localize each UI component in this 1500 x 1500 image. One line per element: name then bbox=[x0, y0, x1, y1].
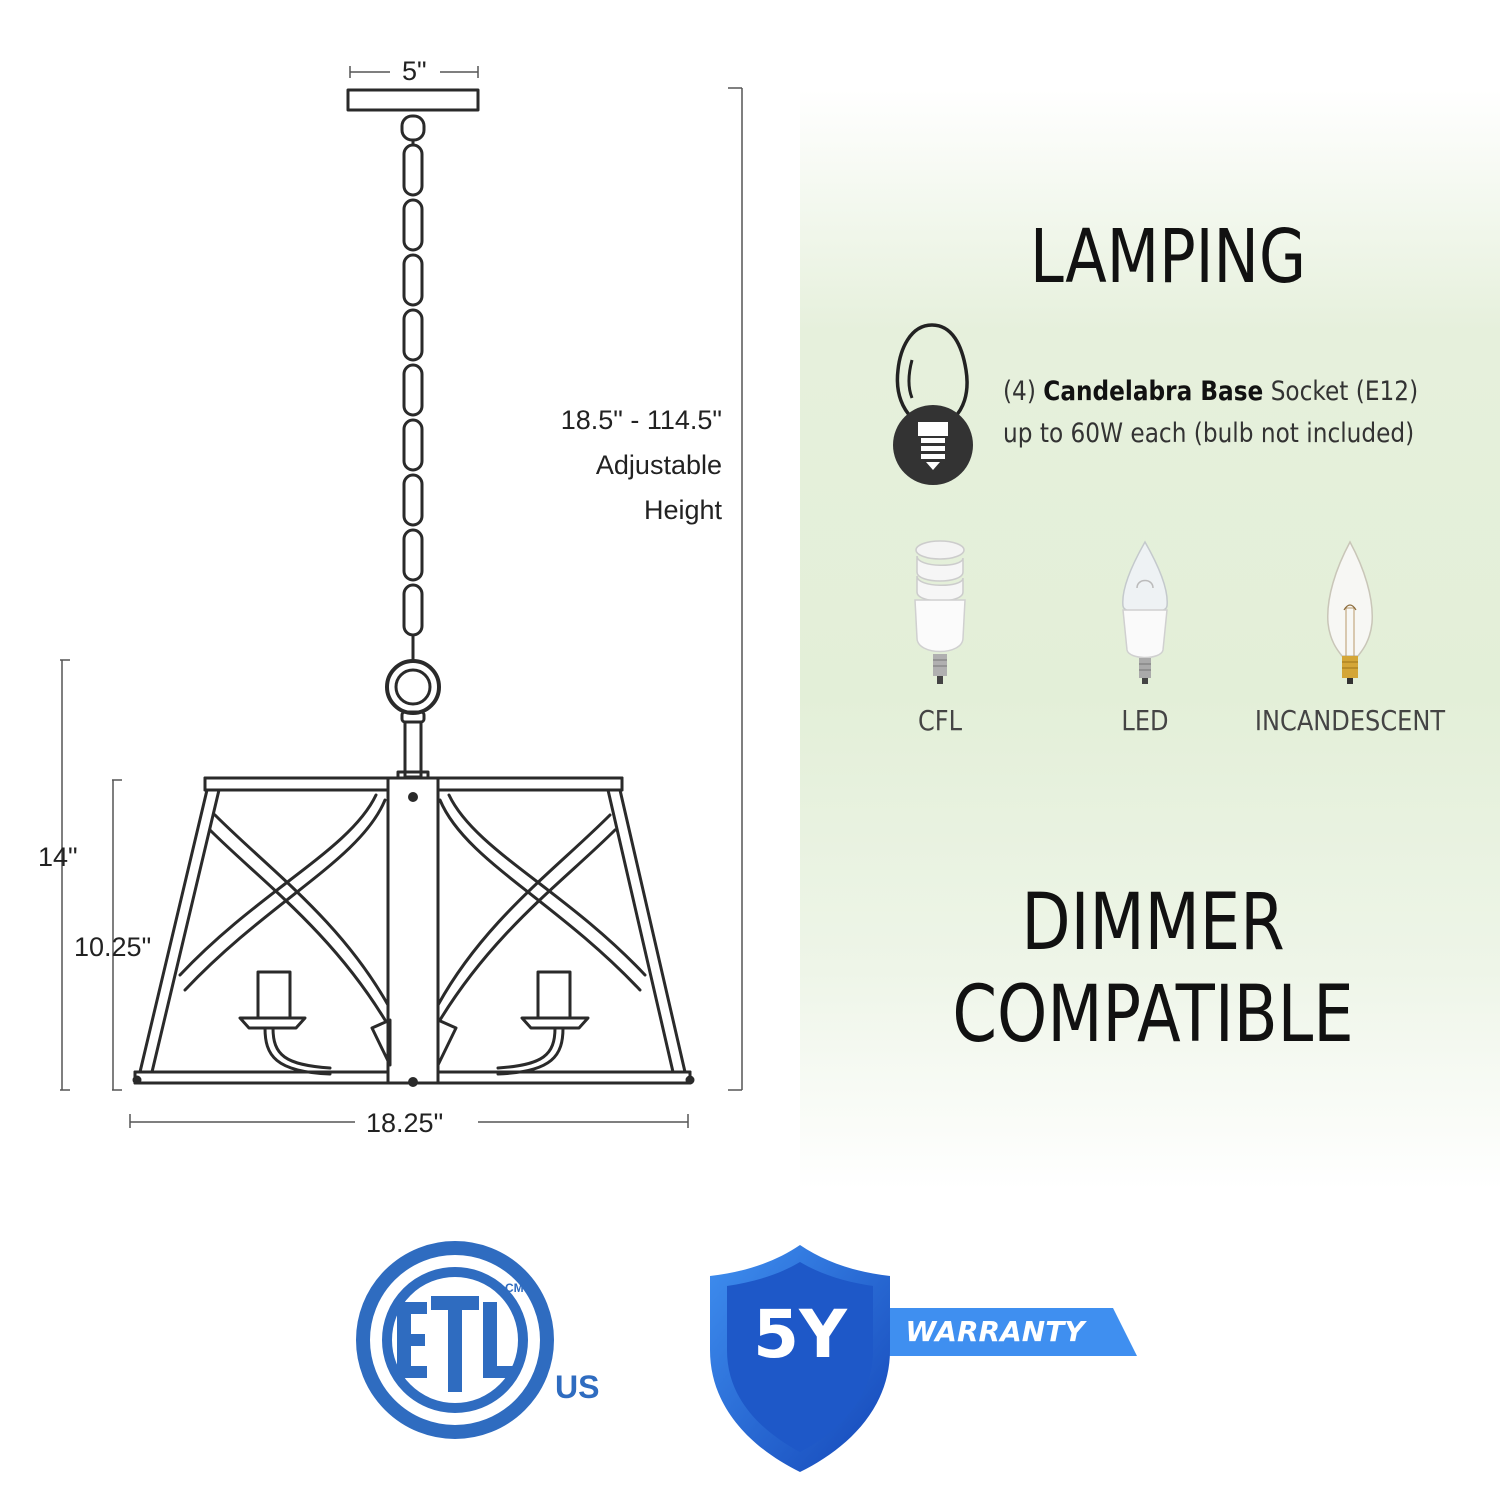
lamping-socket-line: (4) Candelabra Base Socket (E12) bbox=[1003, 376, 1418, 407]
dimmer-title-line1: DIMMER bbox=[1021, 878, 1285, 968]
overall-height-range: 18.5" - 114.5" bbox=[560, 405, 722, 435]
incandescent-bulb-icon bbox=[1327, 540, 1373, 684]
etl-cm-mark: CM bbox=[505, 1281, 524, 1295]
candelabra-bulb-icon bbox=[893, 323, 973, 485]
warranty-label: WARRANTY bbox=[905, 1315, 1087, 1348]
dimmer-title-line2: COMPATIBLE bbox=[952, 970, 1354, 1060]
fixture-height-label: 14" bbox=[38, 842, 78, 872]
led-bulb-icon bbox=[1122, 540, 1168, 684]
warranty-years: 5Y bbox=[753, 1296, 848, 1373]
overall-height-adjustable: Adjustable bbox=[595, 450, 722, 480]
lamping-socket: Socket (E12) bbox=[1270, 376, 1419, 407]
shade-height-label: 10.25" bbox=[74, 932, 152, 962]
canopy-width-label: 5" bbox=[402, 56, 427, 86]
lamping-count: (4) bbox=[1003, 376, 1036, 407]
warranty-badge: 5Y WARRANTY bbox=[710, 1245, 1137, 1472]
bulb-label-cfl: CFL bbox=[917, 704, 963, 737]
etl-listed-logo: CM US bbox=[356, 1241, 599, 1439]
lamping-wattage: up to 60W each (bulb not included) bbox=[1003, 418, 1415, 449]
lamping-base-type: Candelabra Base bbox=[1043, 376, 1264, 407]
lamping-title: LAMPING bbox=[1030, 214, 1306, 300]
bulb-label-incandescent: INCANDESCENT bbox=[1254, 704, 1446, 737]
fixture-width-label: 18.25" bbox=[366, 1108, 444, 1138]
etl-us-mark: US bbox=[555, 1369, 599, 1405]
overall-height-word: Height bbox=[643, 495, 722, 525]
overall-height-label: 18.5" - 114.5" Adjustable Height bbox=[561, 398, 722, 533]
bulb-label-led: LED bbox=[1121, 704, 1169, 737]
cfl-bulb-icon bbox=[914, 540, 966, 684]
